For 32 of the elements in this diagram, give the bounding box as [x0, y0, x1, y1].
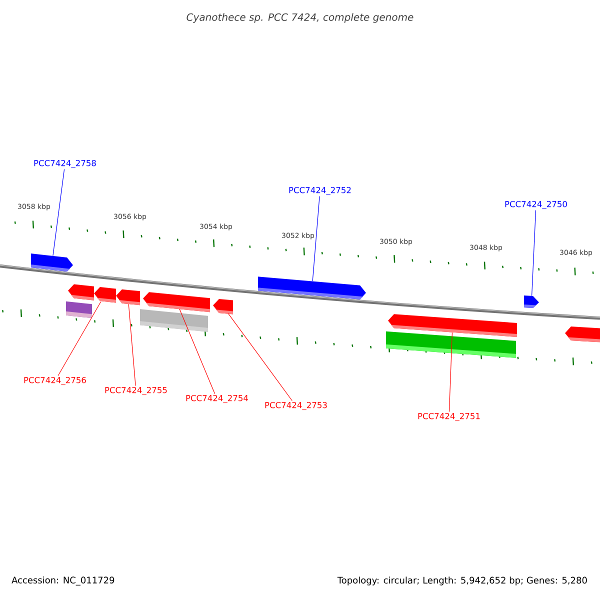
- leader-line: [532, 210, 536, 296]
- gene-label: PCC7424_2756: [24, 376, 86, 386]
- leader-line: [312, 196, 320, 282]
- gene-feature: [68, 284, 94, 300]
- gene-feature: [388, 314, 517, 337]
- gene-feature: [116, 289, 140, 306]
- gene-feature: [143, 292, 210, 312]
- leader-line: [448, 332, 453, 412]
- gene-feature: [524, 295, 539, 308]
- leader-line: [52, 168, 65, 256]
- gene-label: PCC7424_2754: [186, 394, 248, 404]
- gene-label: PCC7424_2751: [418, 412, 480, 422]
- leader-line: [58, 301, 102, 376]
- gene-feature: [386, 331, 516, 358]
- gene-feature: [213, 298, 233, 314]
- gene-label: PCC7424_2752: [289, 186, 351, 196]
- accession-note: Accession: NC_011729: [12, 576, 114, 586]
- title: Cyanothece sp. PCC 7424, complete genome: [186, 13, 414, 23]
- gene-feature: [140, 309, 208, 332]
- gene-label: PCC7424_2758: [34, 160, 96, 168]
- leader-line: [179, 308, 216, 394]
- gene-feature: [258, 276, 366, 300]
- gene-feature: [31, 254, 73, 272]
- genome-info-note: Topology: circular; Length: 5,942,652 bp; Genes: 5,280: [337, 576, 587, 586]
- leader-line: [228, 313, 292, 402]
- leader-line: [128, 304, 136, 386]
- gene-label: PCC7424_2753: [265, 402, 327, 410]
- gene-label: PCC7424_2755: [105, 386, 167, 396]
- gene-feature: [565, 326, 600, 342]
- gene-feature: [94, 287, 116, 303]
- gene-feature: [66, 301, 92, 318]
- gene-label: PCC7424_2750: [505, 200, 567, 210]
